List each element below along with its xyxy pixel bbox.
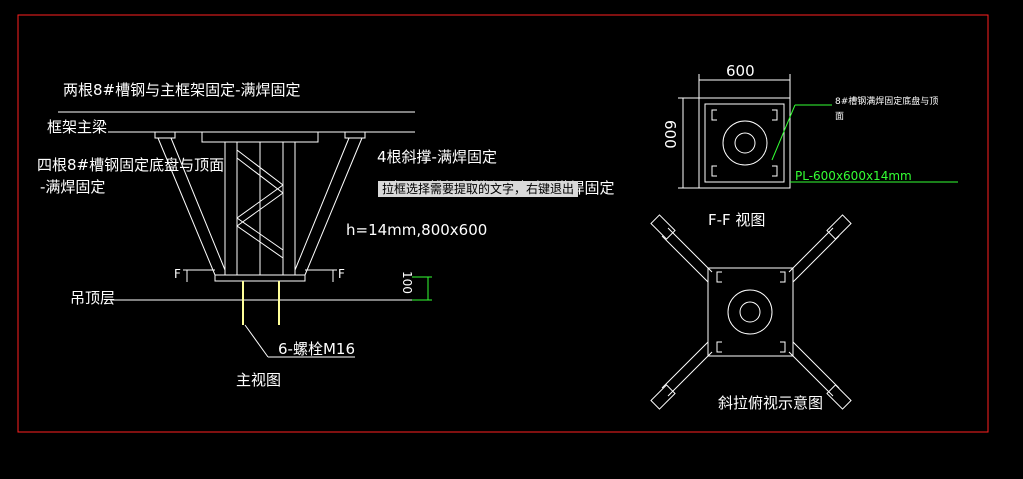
section-view [678, 74, 791, 189]
bolts [242, 281, 280, 325]
section-leaders [771, 104, 958, 183]
section-caption: F-F 视图 [708, 211, 765, 229]
note-left-1: 四根8#槽钢固定底盘与顶面 [37, 156, 224, 174]
note-top: 两根8#槽钢与主框架固定-满焊固定 [63, 81, 301, 99]
plan-view [650, 214, 852, 410]
plate-label: PL-600x600x14mm [795, 169, 912, 183]
front-view [58, 111, 415, 358]
dim-600-left: 600 [661, 120, 679, 149]
dim-600-top: 600 [726, 62, 755, 80]
plan-caption: 斜拉俯视示意图 [718, 394, 823, 412]
note-left-2: -满焊固定 [40, 178, 105, 196]
main-beam-label: 框架主梁 [47, 118, 107, 136]
dim-100-label: 100 [400, 271, 414, 294]
brace-note: 4根斜撑-满焊固定 [377, 148, 497, 166]
bolt-label: 6-螺栓M16 [278, 340, 355, 358]
section-note-2: 面 [835, 111, 844, 122]
drawing-border [17, 14, 989, 433]
section-f-left: F [174, 267, 181, 281]
dimension-100 [412, 276, 432, 301]
section-note-1: 8#槽钢满焊固定底盘与顶 [835, 95, 938, 107]
text-extract-tooltip: 拉框选择需要提取的文字，右键退出 [378, 181, 579, 197]
plate-note: h=14mm,800x600 [346, 221, 487, 239]
front-view-caption: 主视图 [236, 371, 281, 389]
ceiling-label: 吊顶层 [70, 289, 115, 307]
section-f-right: F [338, 267, 345, 281]
